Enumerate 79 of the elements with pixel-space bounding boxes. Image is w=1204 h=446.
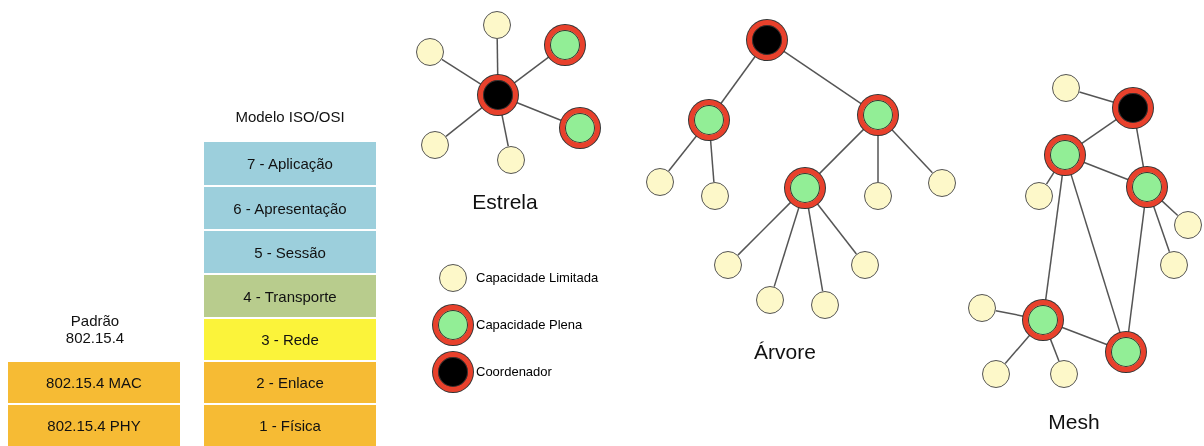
limited-node-circle — [851, 251, 879, 279]
topology-caption: Árvore — [753, 340, 817, 364]
full-node-circle — [858, 95, 898, 135]
layer-box: 1 - Física — [204, 405, 376, 446]
connector-line — [877, 134, 879, 183]
connector-line — [667, 134, 698, 172]
limited-node-circle — [756, 286, 784, 314]
limited-node-circle — [864, 182, 892, 210]
limited-node-circle — [497, 146, 525, 174]
layer-box: 802.15.4 MAC — [8, 362, 180, 403]
connector-line — [807, 206, 824, 292]
connector-line — [1160, 199, 1179, 217]
connector-line — [818, 128, 865, 175]
limited-node-circle — [714, 251, 742, 279]
connector-line — [720, 55, 756, 105]
connector-line — [773, 206, 800, 288]
limited-node-circle — [1050, 360, 1078, 388]
layer-box: 7 - Aplicação — [204, 142, 376, 185]
limited-node-circle — [701, 182, 729, 210]
limited-node-circle — [421, 131, 449, 159]
layer-box: 2 - Enlace — [204, 362, 376, 403]
limited-node-circle — [982, 360, 1010, 388]
layer-box: 3 - Rede — [204, 319, 376, 360]
limited-node-circle — [483, 11, 511, 39]
stack-heading: Padrão 802.15.4 — [64, 312, 126, 346]
connector-line — [782, 50, 863, 105]
connector-line — [1044, 174, 1064, 301]
connector-line — [496, 38, 499, 76]
limited-node-circle — [1174, 211, 1202, 239]
full-node-circle — [689, 100, 729, 140]
coordinator-circle — [1113, 88, 1153, 128]
full-node-circle — [785, 168, 825, 208]
connector-line — [445, 106, 484, 138]
connector-line — [737, 201, 792, 256]
full-node-circle — [1106, 332, 1146, 372]
limited-node-circle — [416, 38, 444, 66]
limited-node-circle — [968, 294, 996, 322]
full-node-circle — [1023, 300, 1063, 340]
layer-box: 4 - Transporte — [204, 275, 376, 317]
legend-label: Capacidade Plena — [476, 317, 583, 332]
connector-line — [816, 203, 858, 255]
connector-line — [890, 128, 934, 174]
connector-line — [1082, 161, 1130, 181]
connector-line — [441, 58, 482, 86]
connector-line — [995, 309, 1025, 317]
layer-box: 6 - Apresentação — [204, 187, 376, 229]
topology-caption: Estrela — [471, 190, 539, 214]
connector-line — [515, 101, 563, 122]
connector-line — [1004, 334, 1031, 365]
connector-line — [1078, 91, 1115, 104]
coordinator-circle — [747, 20, 787, 60]
connector-line — [513, 56, 550, 84]
full-node-circle — [1045, 135, 1085, 175]
limited-node-circle — [646, 168, 674, 196]
connector-line — [501, 113, 509, 147]
limited-node-circle — [1160, 251, 1188, 279]
limited-node-circle — [811, 291, 839, 319]
limited-node-circle — [1052, 74, 1080, 102]
full-node-circle — [560, 108, 600, 148]
legend-label: Coordenador — [476, 364, 552, 379]
layer-box: 5 - Sessão — [204, 231, 376, 273]
topology-caption: Mesh — [1047, 410, 1101, 434]
connector-line — [1135, 126, 1145, 169]
legend-label: Capacidade Limitada — [476, 270, 599, 285]
coordinator-circle — [478, 75, 518, 115]
limited-node-circle — [1025, 182, 1053, 210]
connector-line — [1127, 206, 1146, 333]
limited-node-circle — [928, 169, 956, 197]
full-node-circle — [1127, 167, 1167, 207]
stack-heading: Modelo ISO/OSI — [234, 108, 346, 125]
connector-line — [709, 139, 715, 183]
connector-line — [1045, 171, 1056, 185]
connector-line — [1060, 326, 1109, 346]
connector-line — [1080, 118, 1118, 145]
connector-line — [1049, 337, 1060, 362]
connector-line — [1070, 173, 1121, 334]
connector-line — [1152, 205, 1171, 253]
full-node-circle — [545, 25, 585, 65]
layer-box: 802.15.4 PHY — [8, 405, 180, 446]
